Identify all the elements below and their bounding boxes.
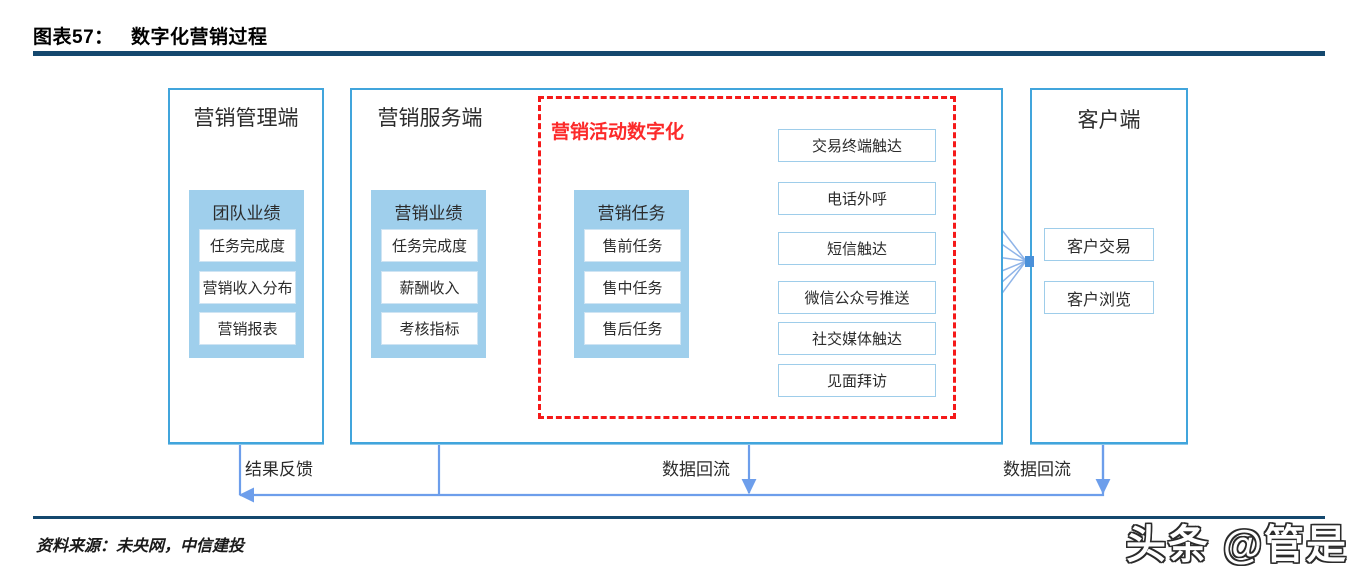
panel-client[interactable]: 客户端 — [1030, 88, 1188, 444]
sub-box-salary-income[interactable]: 薪酬收入 — [381, 271, 478, 304]
sub-box-insale-task[interactable]: 售中任务 — [584, 271, 681, 304]
group-box-marketing-performance[interactable]: 营销业绩 任务完成度 薪酬收入 考核指标 — [371, 190, 486, 358]
figure-title-text: 数字化营销过程 — [130, 27, 268, 48]
panel-admin-title: 营销管理端 — [193, 107, 299, 130]
flow-label-data-return-right: 数据回流 — [1003, 460, 1071, 479]
page-title: 图表57： 数字化营销过程 — [33, 22, 268, 49]
group-box-marketing-task[interactable]: 营销任务 售前任务 售中任务 售后任务 — [574, 190, 689, 358]
footer-divider — [33, 516, 1325, 519]
figure-label: 图表57： — [33, 27, 114, 48]
flow-label-data-return-mid: 数据回流 — [662, 460, 730, 479]
sub-box-task-completion[interactable]: 任务完成度 — [199, 229, 296, 262]
channel-box-face-to-face-visit[interactable]: 见面拜访 — [778, 364, 936, 397]
client-box-transaction[interactable]: 客户交易 — [1044, 228, 1154, 261]
sub-box-marketing-report[interactable]: 营销报表 — [199, 312, 296, 345]
dashed-group-title: 营销活动数字化 — [551, 122, 685, 143]
sub-box-presale-task[interactable]: 售前任务 — [584, 229, 681, 262]
group-box-performance-title: 营销业绩 — [394, 204, 463, 223]
channel-box-wechat-push[interactable]: 微信公众号推送 — [778, 281, 936, 314]
channel-box-social-media-reach[interactable]: 社交媒体触达 — [778, 322, 936, 355]
group-box-team-performance[interactable]: 团队业绩 任务完成度 营销收入分布 营销报表 — [189, 190, 304, 358]
group-box-team-title: 团队业绩 — [212, 204, 281, 223]
client-box-browsing[interactable]: 客户浏览 — [1044, 281, 1154, 314]
channel-box-terminal-reach[interactable]: 交易终端触达 — [778, 129, 936, 162]
title-divider — [33, 51, 1325, 56]
channel-box-outbound-call[interactable]: 电话外呼 — [778, 182, 936, 215]
client-hub-dot — [1025, 256, 1034, 267]
group-box-task-title: 营销任务 — [597, 204, 666, 223]
sub-box-revenue-distribution[interactable]: 营销收入分布 — [199, 271, 296, 304]
channel-box-sms-reach[interactable]: 短信触达 — [778, 232, 936, 265]
panel-service-title: 营销服务端 — [377, 107, 483, 130]
sub-box-task-completion-service[interactable]: 任务完成度 — [381, 229, 478, 262]
sub-box-aftersale-task[interactable]: 售后任务 — [584, 312, 681, 345]
dashed-group-marketing-digitalization: 营销活动数字化 — [538, 96, 956, 419]
panel-client-title: 客户端 — [1077, 109, 1141, 132]
source-note: 资料来源：未央网，中信建投 — [36, 538, 245, 555]
flow-label-result-feedback: 结果反馈 — [245, 460, 313, 479]
sub-box-assessment-metrics[interactable]: 考核指标 — [381, 312, 478, 345]
